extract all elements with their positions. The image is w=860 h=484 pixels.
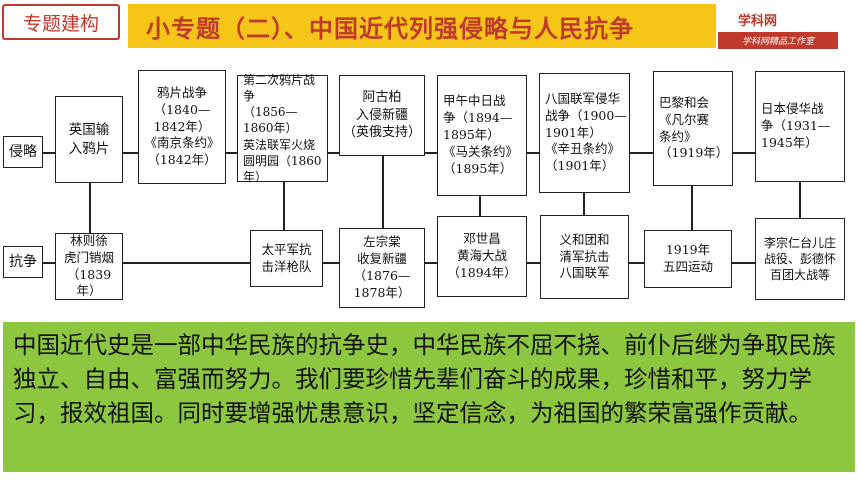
- logo-subtitle: 学科网精品工作室: [718, 32, 838, 49]
- connector-opium: [89, 183, 91, 233]
- connector-sino-japanese: [479, 196, 481, 216]
- invasion-japanese-war: 日本侵华战 争（1931— 1945年）: [755, 71, 845, 182]
- resistance-boxers-qing-army: 义和团和 清军抗击 八国联军: [540, 215, 629, 299]
- invasion-paris-peace-conference: 巴黎和会 《凡尔赛 条约》 （1919年）: [653, 71, 733, 186]
- page-title: 小专题（二）、中国近代列强侵略与人民抗争: [128, 4, 716, 48]
- logo-text: 学科网: [738, 14, 778, 29]
- brand-logo: 学科网 学科网精品工作室: [718, 10, 838, 52]
- resistance-taiping-army: 太平军抗 击洋枪队: [250, 230, 323, 287]
- resistance-humen-opium-destruction: 林则徐 虎门销烟 （1839年）: [55, 233, 123, 300]
- connector-paris: [691, 186, 693, 230]
- connector-yaqub: [382, 156, 384, 228]
- invasion-sino-japanese-war: 甲午中日战 争（1894— 1895年） 《马关条约》 （1895年）: [437, 75, 527, 196]
- topic-tag: 专题建构: [2, 4, 120, 40]
- summary-text: 中国近代史是一部中华民族的抗争史，中华民族不屈不挠、前仆后继为争取民族独立、自由…: [3, 322, 855, 472]
- resistance-deng-shichang: 邓世昌 黄海大战 （1894年）: [437, 216, 527, 297]
- invasion-second-opium-war: 第二次鸦片战争 （1856—1860年） 英法联军火烧 圆明园（1860年）: [237, 73, 328, 184]
- invasion-yaqub-beg: 阿古柏 入侵新疆 （英俄支持）: [339, 75, 425, 156]
- resistance-may-fourth: 1919年 五四运动: [644, 230, 732, 288]
- connector-eight-nation: [583, 193, 585, 215]
- resistance-row-label: 抗争: [3, 246, 43, 278]
- invasion-opium-import: 英国输 入鸦片: [55, 96, 123, 183]
- connector-japan: [799, 182, 801, 218]
- resistance-zuo-zongtang: 左宗棠 收复新疆 （1876— 1878年）: [339, 228, 425, 308]
- connector-second-opium: [283, 182, 285, 230]
- resistance-taierzhuang-hundred-regiments: 李宗仁台儿庄 战役、彭德怀 百团大战等: [755, 218, 845, 300]
- invasion-opium-war: 鸦片战争 （1840—1842年） 《南京条约》 （1842年）: [138, 70, 226, 184]
- invasion-row-label: 侵略: [3, 136, 43, 168]
- invasion-eight-nation-alliance: 八国联军侵华 战争（1900— 1901年） 《辛丑条约》 （1901年）: [539, 73, 630, 193]
